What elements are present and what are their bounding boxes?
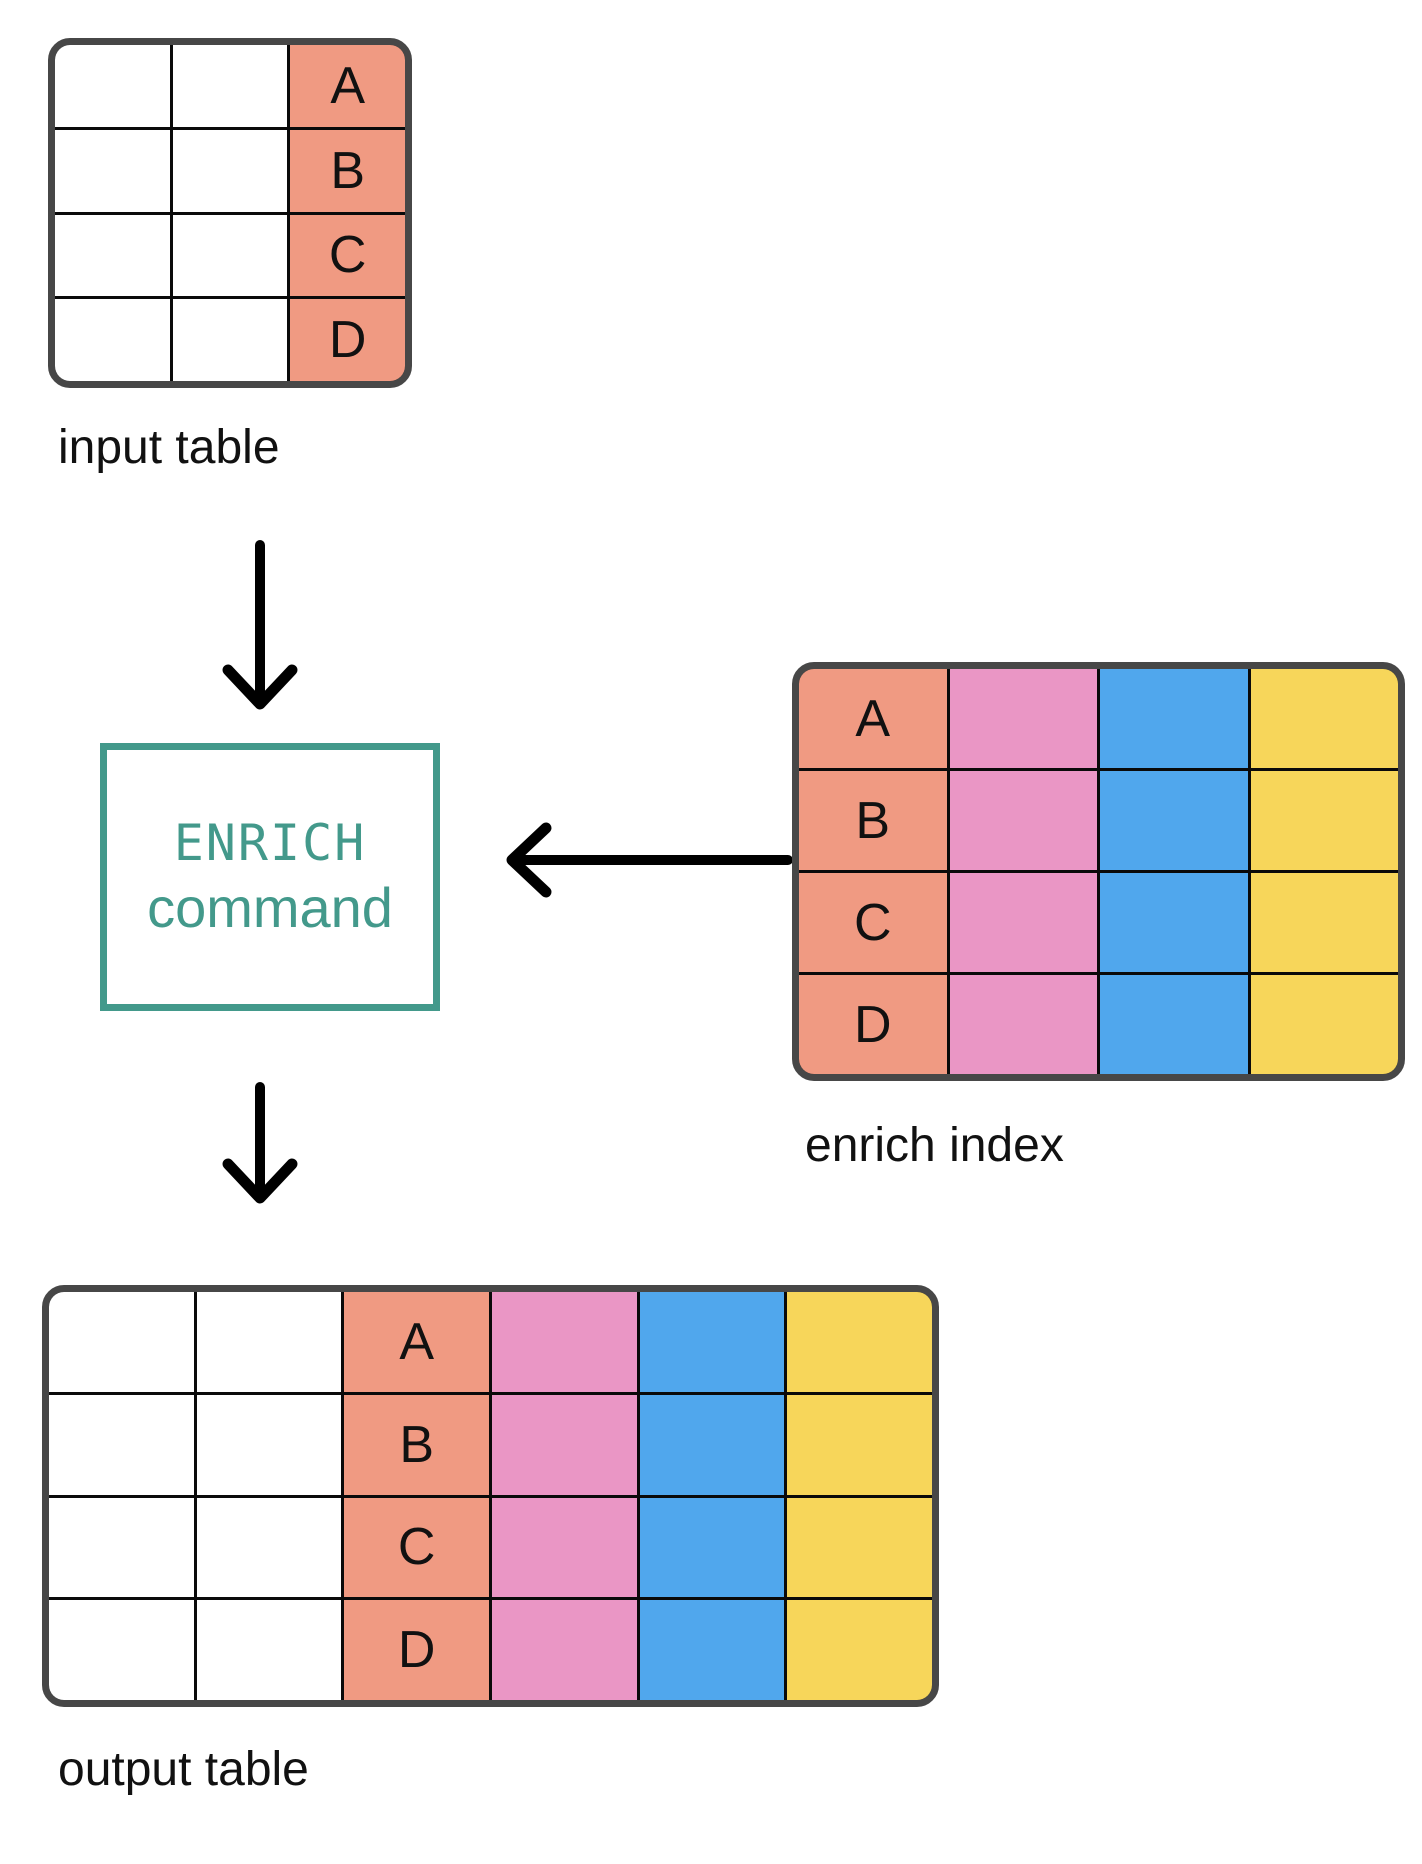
output-table-label: output table [58,1743,309,1796]
table-cell [787,1394,932,1495]
key-cell-a: A [799,669,947,768]
table-cell [196,1600,342,1700]
table-cell [492,1394,637,1495]
table-cell [196,1497,342,1598]
table-cell [787,1292,932,1392]
table-cell [639,1292,785,1392]
arrow-down-icon [222,540,298,710]
table-cell [1250,975,1398,1074]
key-cell-d: D [290,299,405,381]
table-cell [1100,975,1248,1074]
key-cell-c: C [344,1497,489,1598]
table-cell [49,1394,194,1495]
key-cell-c: C [290,214,405,297]
table-cell [55,299,170,381]
table-cell [639,1394,785,1495]
key-cell-b: B [290,129,405,212]
table-cell [49,1292,194,1392]
table-cell [172,299,288,381]
table-cell [492,1600,637,1700]
table-cell [1100,873,1248,972]
arrow-left-icon [506,822,793,898]
enrich-index-label: enrich index [805,1119,1064,1172]
key-cell-a: A [344,1292,489,1392]
table-cell [49,1497,194,1598]
table-cell [1250,873,1398,972]
table-cell [172,129,288,212]
table-cell [1100,669,1248,768]
table-cell [949,975,1097,1074]
table-cell [787,1497,932,1598]
table-cell [949,873,1097,972]
table-cell [949,771,1097,870]
table-cell [639,1600,785,1700]
table-cell [55,214,170,297]
table-cell [787,1600,932,1700]
key-cell-b: B [344,1394,489,1495]
key-cell-d: D [799,975,947,1074]
enrich-command-word: command [147,876,393,939]
enrich-keyword: ENRICH [173,814,367,872]
table-cell [492,1292,637,1392]
table-cell [49,1600,194,1700]
table-cell [196,1394,342,1495]
table-cell [1250,669,1398,768]
table-cell [172,214,288,297]
table-cell [55,129,170,212]
table-cell [492,1497,637,1598]
table-cell [196,1292,342,1392]
key-cell-c: C [799,873,947,972]
key-cell-d: D [344,1600,489,1700]
arrow-down-icon [222,1082,298,1204]
table-cell [1100,771,1248,870]
table-cell [639,1497,785,1598]
table-cell [949,669,1097,768]
table-cell [55,45,170,127]
table-cell [172,45,288,127]
key-cell-b: B [799,771,947,870]
enrich-command-box: ENRICH command [100,743,440,1011]
key-cell-a: A [290,45,405,127]
table-cell [1250,771,1398,870]
input-table-label: input table [58,421,280,474]
